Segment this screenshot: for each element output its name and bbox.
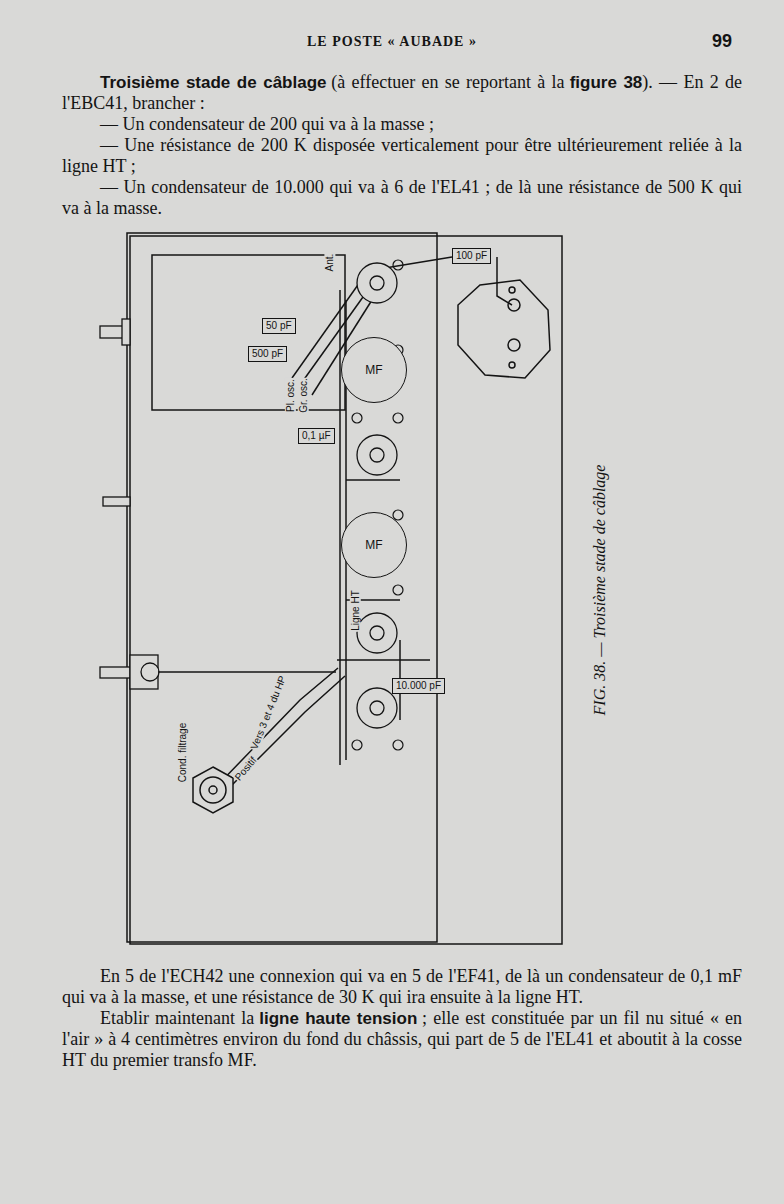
- paragraph: Troisième stade de câblage(à effectuer e…: [62, 72, 742, 114]
- tube-sockets: [357, 263, 397, 728]
- wire-label: Gr. osc.: [297, 377, 308, 413]
- wires-part: [158, 671, 336, 673]
- wires-part: [213, 668, 338, 790]
- instructions-top: Troisième stade de câblage(à effectuer e…: [62, 72, 742, 219]
- capacitor-box: 100 pF: [452, 248, 491, 264]
- tube-sockets-part: [357, 688, 397, 728]
- body-text: — Un condensateur de 10.000 qui va à 6 d…: [62, 177, 742, 218]
- component-value: MF: [365, 364, 382, 376]
- capacitor-box: 10.000 pF: [392, 678, 445, 694]
- chassis-outline-part: [152, 255, 345, 410]
- paragraph: En 5 de l'ECH42 une connexion qui va en …: [62, 966, 742, 1008]
- tube-sockets-part: [370, 701, 384, 715]
- output-transformer-part: [458, 280, 550, 378]
- bold-text: figure 38: [570, 73, 643, 92]
- capacitor-box: 500 pF: [248, 346, 287, 362]
- control-shafts: [100, 319, 159, 689]
- component-value: 50 pF: [266, 320, 292, 332]
- if-transformer-can: MF: [341, 337, 407, 403]
- if-transformer-can: MF: [341, 512, 407, 578]
- filter-capacitor-part: [209, 786, 217, 794]
- wires: [158, 257, 512, 790]
- fixing-holes: [352, 260, 403, 750]
- output-transformer: [458, 280, 550, 378]
- wire-label: Pl. osc.: [284, 378, 295, 413]
- component-value: 500 pF: [252, 348, 283, 360]
- tube-sockets-part: [370, 276, 384, 290]
- figure-caption: FIG. 38. — Troisième stade de câblage: [591, 465, 609, 716]
- bold-text: ligne haute tension: [259, 1009, 417, 1028]
- filter-capacitor-part: [200, 777, 226, 803]
- wires-part: [339, 290, 341, 765]
- component-value: MF: [365, 539, 382, 551]
- body-text: — Une résistance de 200 K disposée verti…: [62, 135, 742, 176]
- wires-part: [346, 479, 400, 481]
- control-shafts-part: [130, 655, 158, 689]
- wire-label: Positif: [232, 753, 259, 782]
- output-transformer-part: [508, 299, 520, 311]
- output-transformer-part: [509, 362, 515, 368]
- paragraph: — Un condensateur de 10.000 qui va à 6 d…: [62, 177, 742, 219]
- control-shafts-part: [141, 663, 159, 681]
- page-number: 99: [712, 31, 732, 52]
- tube-sockets-part: [370, 626, 384, 640]
- capacitor-box: 50 pF: [262, 318, 296, 334]
- body-text: — Un condensateur de 200 qui va à la mas…: [100, 114, 434, 134]
- chassis-outline-part: [130, 236, 562, 944]
- tube-sockets-part: [370, 448, 384, 462]
- wire-label: Ant.: [324, 252, 335, 272]
- control-shafts-part: [122, 319, 130, 345]
- wire-label: Vers 3 et 4 du HP: [248, 673, 288, 752]
- output-transformer-part: [509, 287, 515, 293]
- body-text: (à effectuer en se reportant à la: [331, 72, 564, 92]
- paragraph: — Une résistance de 200 K disposée verti…: [62, 135, 742, 177]
- fixing-holes-part: [393, 260, 403, 270]
- wires-part: [337, 659, 430, 661]
- wires-part: [227, 676, 345, 790]
- control-shafts-part: [100, 667, 130, 678]
- fixing-holes-part: [393, 585, 403, 595]
- paragraph: — Un condensateur de 200 qui va à la mas…: [62, 114, 742, 135]
- control-shafts-part: [100, 326, 124, 338]
- fixing-holes-part: [393, 740, 403, 750]
- filter-capacitor-part: [193, 767, 233, 813]
- control-shafts-part: [103, 497, 130, 506]
- component-value: 10.000 pF: [396, 680, 441, 692]
- wire-label: Ligne HT: [349, 589, 360, 632]
- chassis-outline-part: [127, 233, 437, 942]
- tube-sockets-part: [357, 613, 397, 653]
- chassis-outline: [127, 233, 562, 944]
- output-transformer-part: [508, 339, 520, 351]
- running-title: LE POSTE « AUBADE »: [0, 34, 784, 50]
- component-value: 0,1 µF: [302, 430, 331, 442]
- capacitor-box: 0,1 µF: [298, 428, 335, 444]
- fixing-holes-part: [352, 740, 362, 750]
- wires-part: [385, 257, 452, 268]
- paragraph: Etablir maintenant la ligne haute tension…: [62, 1008, 742, 1071]
- instructions-bottom: En 5 de l'ECH42 une connexion qui va en …: [62, 966, 742, 1071]
- bold-text: Troisième stade de câblage: [100, 73, 327, 92]
- tube-sockets-part: [357, 435, 397, 475]
- body-text: En 5 de l'ECH42 une connexion qui va en …: [62, 966, 742, 1007]
- tube-sockets-part: [357, 263, 397, 303]
- filter-capacitor: [193, 767, 233, 813]
- fixing-holes-part: [393, 413, 403, 423]
- body-text: Etablir maintenant la: [100, 1008, 254, 1028]
- component-value: 100 pF: [456, 250, 487, 262]
- wire-label: Cond. filtrage: [177, 721, 188, 782]
- fixing-holes-part: [352, 413, 362, 423]
